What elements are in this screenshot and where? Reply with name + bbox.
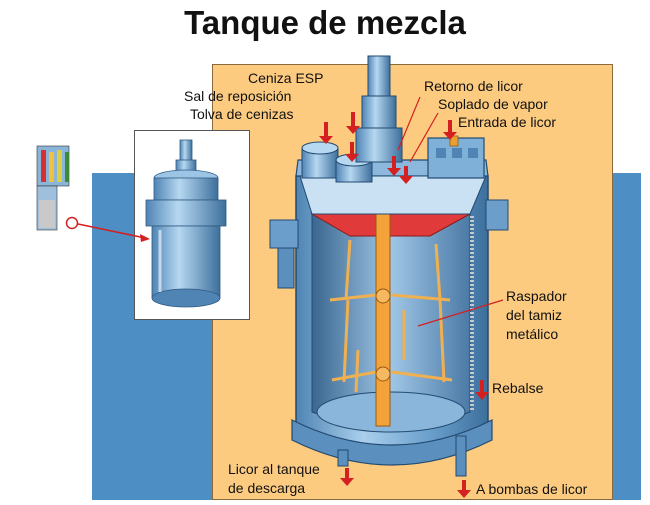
label-raspador-2: del tamiz (506, 307, 563, 323)
label-raspador-1: Raspador (506, 288, 567, 304)
label-ceniza-esp: Ceniza ESP (248, 70, 324, 86)
pointer-line (77, 223, 146, 239)
label-sal-reposicion: Sal de reposición (184, 88, 292, 104)
label-raspador-3: metálico (506, 326, 559, 342)
thumbnail-diagram (36, 145, 79, 231)
pointer-arrowhead (140, 234, 150, 242)
label-tolva-cenizas: Tolva de cenizas (190, 106, 294, 122)
label-licor-tanque-1: Licor al tanque (228, 461, 320, 477)
label-rebalse: Rebalse (492, 380, 544, 396)
label-entrada-licor: Entrada de licor (458, 114, 557, 130)
main-tank (269, 55, 509, 477)
inset-tank (145, 139, 227, 308)
flow-arrows (319, 112, 489, 498)
label-licor-tanque-2: de descarga (228, 480, 306, 496)
page-title: Tanque de mezcla (184, 4, 466, 41)
label-retorno-licor: Retorno de licor (424, 78, 523, 94)
leader-lines (397, 96, 504, 327)
label-soplado-vapor: Soplado de vapor (438, 96, 548, 112)
label-bombas-licor: A bombas de licor (476, 481, 588, 497)
